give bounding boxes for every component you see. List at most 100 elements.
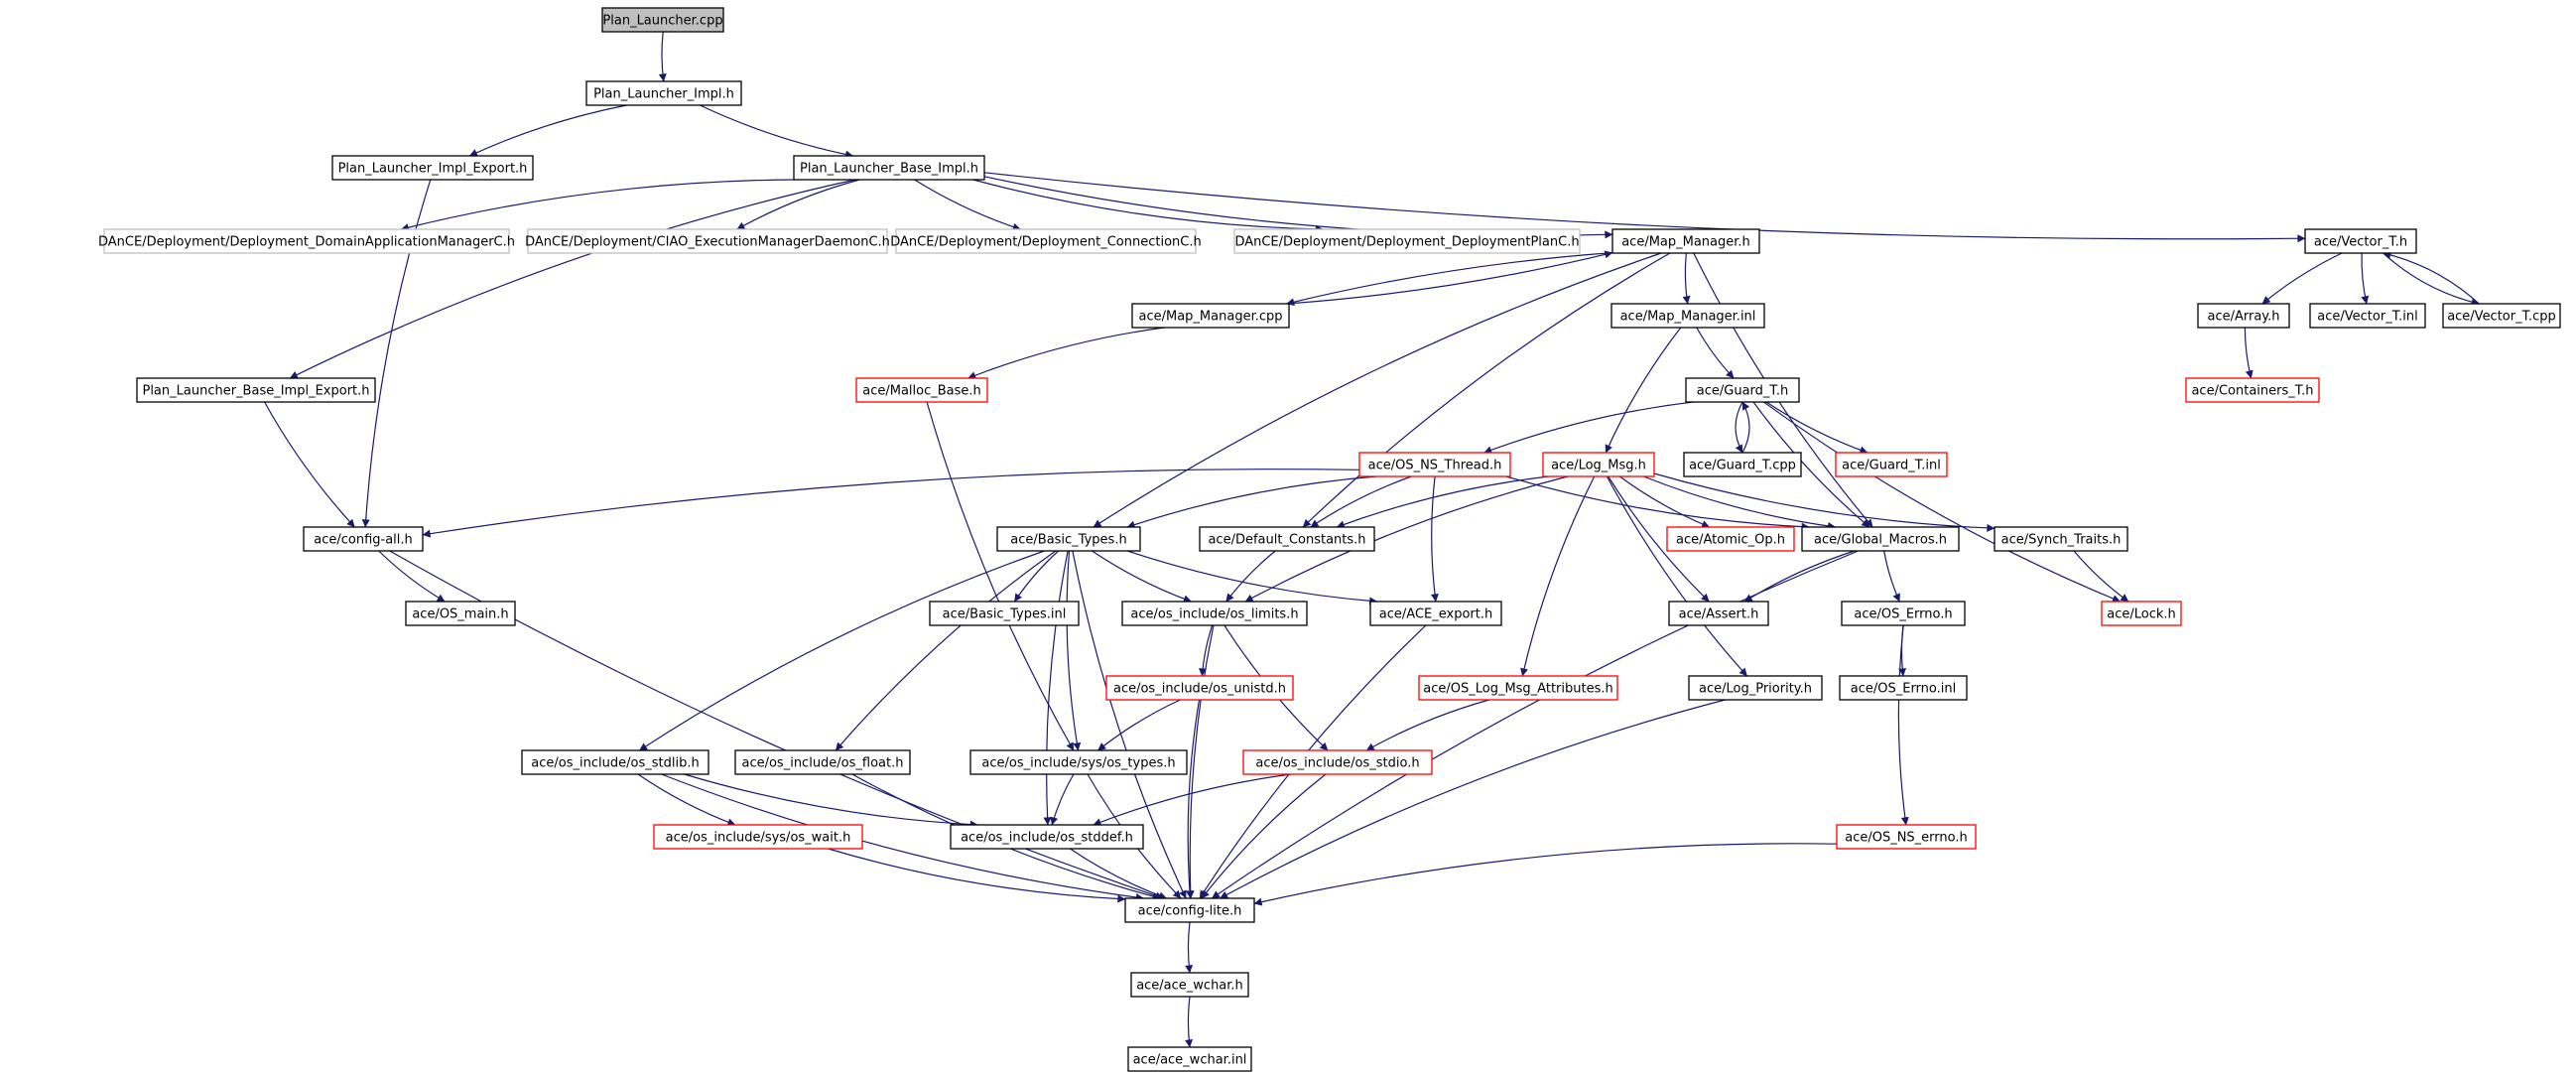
- graph-node-log-priority[interactable]: ace/Log_Priority.h: [1688, 675, 1823, 701]
- graph-node-ace-wchar-h[interactable]: ace/ace_wchar.h: [1130, 972, 1249, 998]
- graph-node-config-all[interactable]: ace/config-all.h: [303, 526, 424, 552]
- graph-node-atomic-op[interactable]: ace/Atomic_Op.h: [1666, 526, 1795, 552]
- edge-n_log_msg-to-n_atomic_op: [1618, 475, 1711, 528]
- graph-node-guard-t-cpp[interactable]: ace/Guard_T.cpp: [1683, 452, 1802, 477]
- edge-n_guard_t_h-to-n_os_ns_thread: [1483, 401, 1694, 455]
- graph-node-array-h[interactable]: ace/Array.h: [2197, 303, 2290, 329]
- graph-node-plan-launcher-impl-h[interactable]: Plan_Launcher_Impl.h: [585, 80, 742, 106]
- graph-node-plan-launcher-cpp[interactable]: Plan_Launcher.cpp: [601, 7, 724, 33]
- graph-node-malloc-base[interactable]: ace/Malloc_Base.h: [855, 377, 988, 403]
- graph-node-os-errno-h[interactable]: ace/OS_Errno.h: [1841, 601, 1966, 626]
- edge-n_basic_types_h-to-n_basic_types_inl: [1013, 550, 1060, 603]
- graph-node-vector-t-inl[interactable]: ace/Vector_T.inl: [2309, 303, 2426, 329]
- graph-node-config-lite[interactable]: ace/config-lite.h: [1124, 897, 1255, 923]
- graph-node-os-unistd[interactable]: ace/os_include/os_unistd.h: [1105, 675, 1294, 701]
- node-box: [1666, 526, 1795, 552]
- graph-node-sys-os-wait[interactable]: ace/os_include/sys/os_wait.h: [653, 824, 863, 850]
- graph-node-ace-wchar-inl[interactable]: ace/ace_wchar.inl: [1127, 1046, 1252, 1072]
- node-box: [1127, 1046, 1252, 1072]
- edge-n_plan_launcher_base_impl-to-n_plan_launcher_base_impl_export: [289, 179, 855, 379]
- edge-n_os_ns_thread-to-n_basic_types_h: [1126, 475, 1377, 529]
- node-label: ace/Malloc_Base.h: [862, 384, 981, 399]
- edge-n_basic_types_h-to-n_os_stdlib: [639, 550, 1045, 751]
- node-label: ace/Guard_T.cpp: [1689, 459, 1796, 473]
- graph-node-basic-types-h[interactable]: ace/Basic_Types.h: [996, 526, 1141, 552]
- graph-node-guard-t-inl[interactable]: ace/Guard_T.inl: [1835, 452, 1948, 477]
- edge-n_os_stdlib-to-n_os_stddef: [684, 773, 978, 829]
- graph-node-ace-export[interactable]: ace/ACE_export.h: [1369, 601, 1502, 626]
- graph-node-plan-launcher-base-impl[interactable]: Plan_Launcher_Base_Impl.h: [793, 155, 985, 181]
- node-label: ace/os_include/sys/os_types.h: [981, 756, 1175, 771]
- graph-node-global-macros[interactable]: ace/Global_Macros.h: [1801, 526, 1960, 552]
- edge-n_log_msg-to-n_os_limits: [1244, 475, 1569, 603]
- edge-n_map_manager_h-to-n_default_constants: [1302, 252, 1671, 528]
- edge-n_log_msg-to-n_os_log_msg_attr: [1520, 475, 1596, 677]
- node-label: ace/Basic_Types.h: [1010, 533, 1126, 548]
- graph-node-os-log-msg-attr[interactable]: ace/OS_Log_Msg_Attributes.h: [1418, 675, 1618, 701]
- edge-n_guard_t_h-to-n_guard_t_cpp: [1735, 401, 1743, 454]
- graph-node-os-stddef[interactable]: ace/os_include/os_stddef.h: [950, 824, 1144, 850]
- graph-node-os-limits[interactable]: ace/os_include/os_limits.h: [1121, 601, 1308, 626]
- graph-node-os-float[interactable]: ace/os_include/os_float.h: [734, 749, 911, 775]
- node-label: ace/os_include/sys/os_wait.h: [666, 831, 851, 846]
- graph-node-os-stdlib[interactable]: ace/os_include/os_stdlib.h: [521, 749, 709, 775]
- graph-node-plan-launcher-impl-export[interactable]: Plan_Launcher_Impl_Export.h: [331, 155, 534, 181]
- graph-node-log-msg[interactable]: ace/Log_Msg.h: [1542, 452, 1655, 477]
- node-label: ace/Atomic_Op.h: [1676, 533, 1785, 548]
- edge-n_global_macros-to-n_os_errno_h: [1883, 550, 1900, 603]
- graph-node-assert[interactable]: ace/Assert.h: [1668, 601, 1769, 626]
- node-box: [969, 749, 1188, 775]
- edge-n_config_all-to-n_os_main: [378, 550, 446, 603]
- graph-node-os-main[interactable]: ace/OS_main.h: [405, 601, 516, 626]
- node-box: [136, 377, 376, 403]
- edge-n_guard_t_h-to-n_global_macros: [1752, 401, 1870, 528]
- node-box: [1801, 526, 1960, 552]
- node-label: ace/OS_NS_errno.h: [1845, 831, 1968, 846]
- node-label: Plan_Launcher_Base_Impl.h: [800, 162, 978, 177]
- edge-n_map_manager_inl-to-n_log_msg: [1605, 327, 1682, 454]
- graph-node-vector-t-cpp[interactable]: ace/Vector_T.cpp: [2442, 303, 2561, 329]
- node-box: [1610, 303, 1765, 329]
- edge-n_log_msg-to-n_global_macros: [1643, 475, 1836, 530]
- edge-n_basic_types_h-to-n_ace_export: [1127, 550, 1378, 605]
- edge-n_os_unistd-to-n_config_lite: [1185, 699, 1201, 899]
- node-label: ace/ace_wchar.inl: [1133, 1053, 1247, 1068]
- graph-node-guard-t-h[interactable]: ace/Guard_T.h: [1685, 377, 1800, 403]
- node-box: [1242, 749, 1433, 775]
- node-label: ace/Basic_Types.inl: [943, 607, 1067, 622]
- node-label: ace/Global_Macros.h: [1814, 533, 1947, 548]
- graph-node-os-ns-errno[interactable]: ace/OS_NS_errno.h: [1836, 824, 1977, 850]
- graph-node-synch-traits[interactable]: ace/Synch_Traits.h: [1994, 526, 2128, 552]
- graph-node-plan-launcher-base-impl-export[interactable]: Plan_Launcher_Base_Impl_Export.h: [136, 377, 376, 403]
- node-box: [2197, 303, 2290, 329]
- graph-node-map-manager-inl[interactable]: ace/Map_Manager.inl: [1610, 303, 1765, 329]
- graph-node-map-manager-h[interactable]: ace/Map_Manager.h: [1611, 228, 1760, 254]
- edge-n_guard_t_h-to-n_lock: [1763, 401, 2121, 603]
- node-label: ace/Map_Manager.cpp: [1139, 310, 1283, 325]
- graph-node-os-stdio[interactable]: ace/os_include/os_stdio.h: [1242, 749, 1433, 775]
- graph-node-os-ns-thread[interactable]: ace/OS_NS_Thread.h: [1358, 452, 1511, 477]
- nodes-layer: Plan_Launcher.cppPlan_Launcher_Impl.hPla…: [98, 7, 2561, 1072]
- node-label: ace/os_include/os_stdio.h: [1255, 756, 1419, 771]
- node-box: [1124, 897, 1255, 923]
- edge-n_plan_launcher_impl_h-to-n_plan_launcher_impl_export: [468, 104, 627, 157]
- edge-n_map_manager_h-to-n_map_manager_inl: [1682, 252, 1691, 305]
- graph-node-lock[interactable]: ace/Lock.h: [2101, 601, 2182, 626]
- node-box: [1839, 675, 1968, 701]
- edge-n_basic_types_h-to-n_sys_os_types: [1066, 550, 1082, 751]
- graph-node-default-constants[interactable]: ace/Default_Constants.h: [1199, 526, 1375, 552]
- edge-n_os_stdlib-to-n_config_lite: [661, 773, 1144, 901]
- node-box: [2101, 601, 2182, 626]
- edge-n_default_constants-to-n_os_limits: [1225, 550, 1276, 603]
- graph-node-map-manager-cpp[interactable]: ace/Map_Manager.cpp: [1131, 303, 1290, 329]
- graph-node-basic-types-inl[interactable]: ace/Basic_Types.inl: [929, 601, 1080, 626]
- edge-n_map_manager_cpp-to-n_map_manager_h: [1286, 250, 1613, 305]
- node-box: [1542, 452, 1655, 477]
- graph-node-containers-t[interactable]: ace/Containers_T.h: [2185, 377, 2320, 403]
- edge-n_plan_launcher_base_impl-to-n_map_manager_h: [983, 176, 1613, 239]
- graph-node-os-errno-inl[interactable]: ace/OS_Errno.inl: [1839, 675, 1968, 701]
- edge-n_os_ns_errno-to-n_config_lite: [1253, 843, 1838, 906]
- graph-node-vector-t-h[interactable]: ace/Vector_T.h: [2304, 228, 2417, 254]
- graph-node-sys-os-types[interactable]: ace/os_include/sys/os_types.h: [969, 749, 1188, 775]
- edge-n_config_lite-to-n_ace_wchar_h: [1185, 921, 1194, 974]
